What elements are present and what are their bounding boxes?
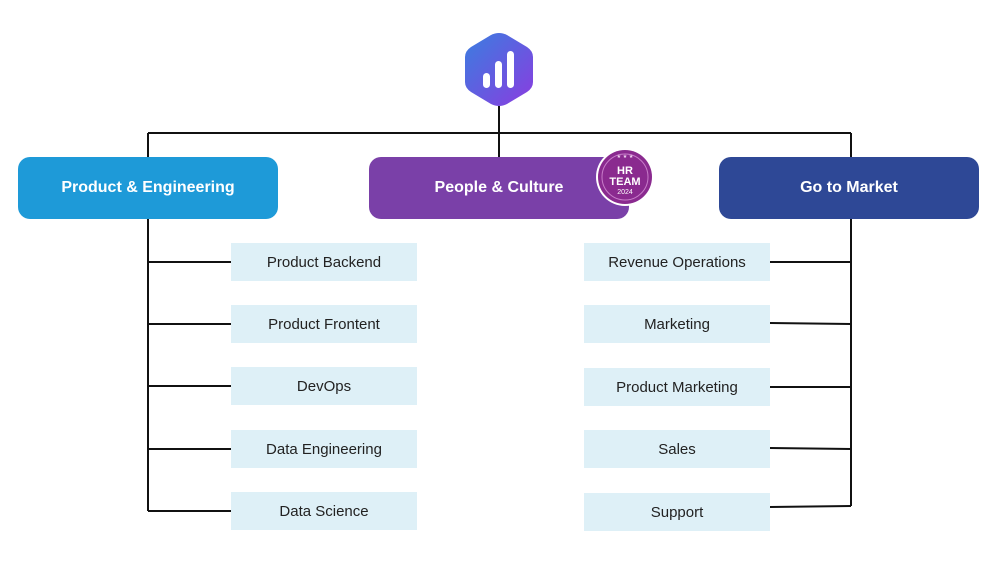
badge-line2: TEAM — [609, 176, 640, 188]
team-label: Data Engineering — [266, 440, 382, 458]
team-box: Product Frontent — [231, 305, 417, 343]
badge-year: 2024 — [617, 189, 633, 196]
award-badge-icon: ★ ★ ★ HR TEAM 2024 — [596, 148, 654, 206]
team-label: Data Science — [279, 502, 369, 520]
team-label: Support — [650, 503, 704, 521]
team-box: Marketing — [584, 305, 770, 343]
svg-text:★ ★ ★: ★ ★ ★ — [617, 154, 634, 160]
department-product-engineering: Product & Engineering — [18, 157, 278, 219]
team-box: Product Marketing — [584, 368, 770, 406]
team-box: Product Backend — [231, 243, 417, 281]
team-box: Data Science — [231, 492, 417, 530]
department-label: Product & Engineering — [61, 179, 235, 196]
team-box: Data Engineering — [231, 430, 417, 468]
department-label: Go to Market — [800, 179, 898, 196]
team-box: Sales — [584, 430, 770, 468]
team-box: Support — [584, 493, 770, 531]
team-label: Marketing — [644, 315, 710, 333]
team-box: DevOps — [231, 367, 417, 405]
team-label: Sales — [658, 440, 696, 458]
bar-chart-hexagon-icon — [465, 33, 533, 106]
department-label: People & Culture — [434, 179, 564, 196]
department-people-culture: People & Culture — [369, 157, 629, 219]
team-label: Revenue Operations — [608, 253, 746, 271]
badge-line1: HR — [617, 165, 633, 177]
team-label: Product Marketing — [616, 378, 738, 396]
team-label: Product Backend — [266, 253, 382, 271]
department-go-to-market: Go to Market — [719, 157, 979, 219]
team-label: Product Frontent — [268, 315, 380, 333]
team-box: Revenue Operations — [584, 243, 770, 281]
team-label: DevOps — [296, 377, 352, 395]
